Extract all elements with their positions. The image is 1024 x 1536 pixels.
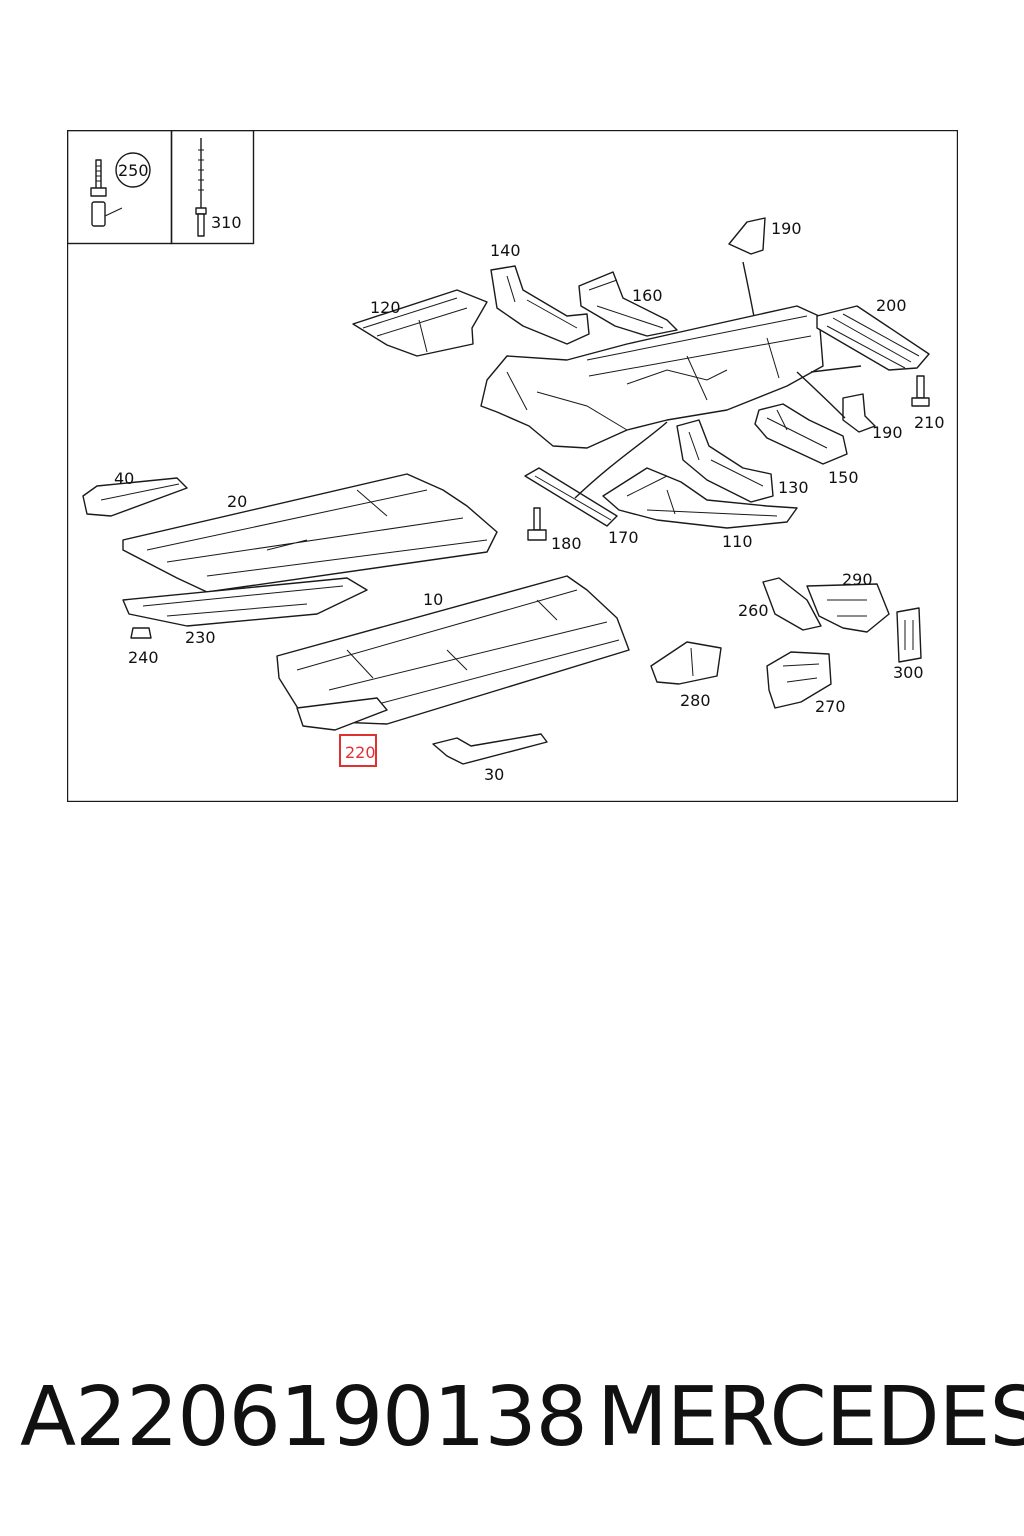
part-200-icon xyxy=(816,305,930,371)
part-170-icon xyxy=(524,467,618,527)
callout-210: 210 xyxy=(914,413,945,432)
leader-190-arrow xyxy=(810,365,862,373)
callout-230: 230 xyxy=(185,628,216,647)
callout-220: 220 xyxy=(345,743,376,762)
part-number: A2206190138 xyxy=(20,1370,588,1465)
part-180-icon xyxy=(527,507,547,541)
brand-name: MERCEDES xyxy=(597,1370,1024,1465)
footer: A2206190138 MERCEDES xyxy=(20,1368,1024,1478)
callout-310: 310 xyxy=(211,213,242,232)
callout-240: 240 xyxy=(128,648,159,667)
callout-circle-250 xyxy=(115,152,151,188)
part-160-icon xyxy=(578,271,678,337)
part-220-icon xyxy=(296,697,388,731)
callout-190-top: 190 xyxy=(771,219,802,238)
rivet-310-icon xyxy=(195,138,207,237)
part-130-icon xyxy=(676,419,774,503)
callout-20: 20 xyxy=(227,492,247,511)
callout-170: 170 xyxy=(608,528,639,547)
callout-180: 180 xyxy=(551,534,582,553)
callout-270: 270 xyxy=(815,697,846,716)
callout-200: 200 xyxy=(876,296,907,315)
callout-40: 40 xyxy=(114,469,134,488)
part-30-icon xyxy=(432,733,548,765)
callout-10: 10 xyxy=(423,590,443,609)
part-260-icon xyxy=(762,577,822,631)
part-central-frame-icon xyxy=(480,305,824,449)
callout-280: 280 xyxy=(680,691,711,710)
callout-290: 290 xyxy=(842,570,873,589)
callout-160: 160 xyxy=(632,286,663,305)
part-120-icon xyxy=(352,289,488,357)
part-10-icon xyxy=(276,575,630,725)
callout-30: 30 xyxy=(484,765,504,784)
callout-260: 260 xyxy=(738,601,769,620)
part-300-icon xyxy=(896,607,922,663)
part-140-icon xyxy=(490,265,590,345)
leader-190-lower xyxy=(796,371,846,419)
part-190-lower-icon xyxy=(842,393,876,433)
bolt-250-icon xyxy=(90,159,123,227)
part-110-icon xyxy=(602,467,798,529)
part-190-top-icon xyxy=(728,217,766,255)
callout-140: 140 xyxy=(490,241,521,260)
part-240-icon xyxy=(130,627,152,639)
callout-250: 250 xyxy=(118,161,149,180)
callout-300: 300 xyxy=(893,663,924,682)
part-20-icon xyxy=(122,473,498,593)
parts-diagram: 250 310 120 140 160 190 200 xyxy=(67,130,958,802)
callout-150: 150 xyxy=(828,468,859,487)
part-150-icon xyxy=(754,403,848,465)
callout-220-highlight xyxy=(339,734,377,767)
part-40-icon xyxy=(82,477,188,517)
callout-190-lower: 190 xyxy=(872,423,903,442)
inset-box-310 xyxy=(170,130,255,245)
callout-120: 120 xyxy=(370,298,401,317)
part-270-icon xyxy=(766,651,832,709)
part-290-icon xyxy=(806,583,890,633)
part-280-icon xyxy=(650,641,722,685)
callout-110: 110 xyxy=(722,532,753,551)
callout-130: 130 xyxy=(778,478,809,497)
part-210-icon xyxy=(911,375,930,407)
leader-170 xyxy=(574,421,668,499)
part-230-icon xyxy=(122,577,368,627)
